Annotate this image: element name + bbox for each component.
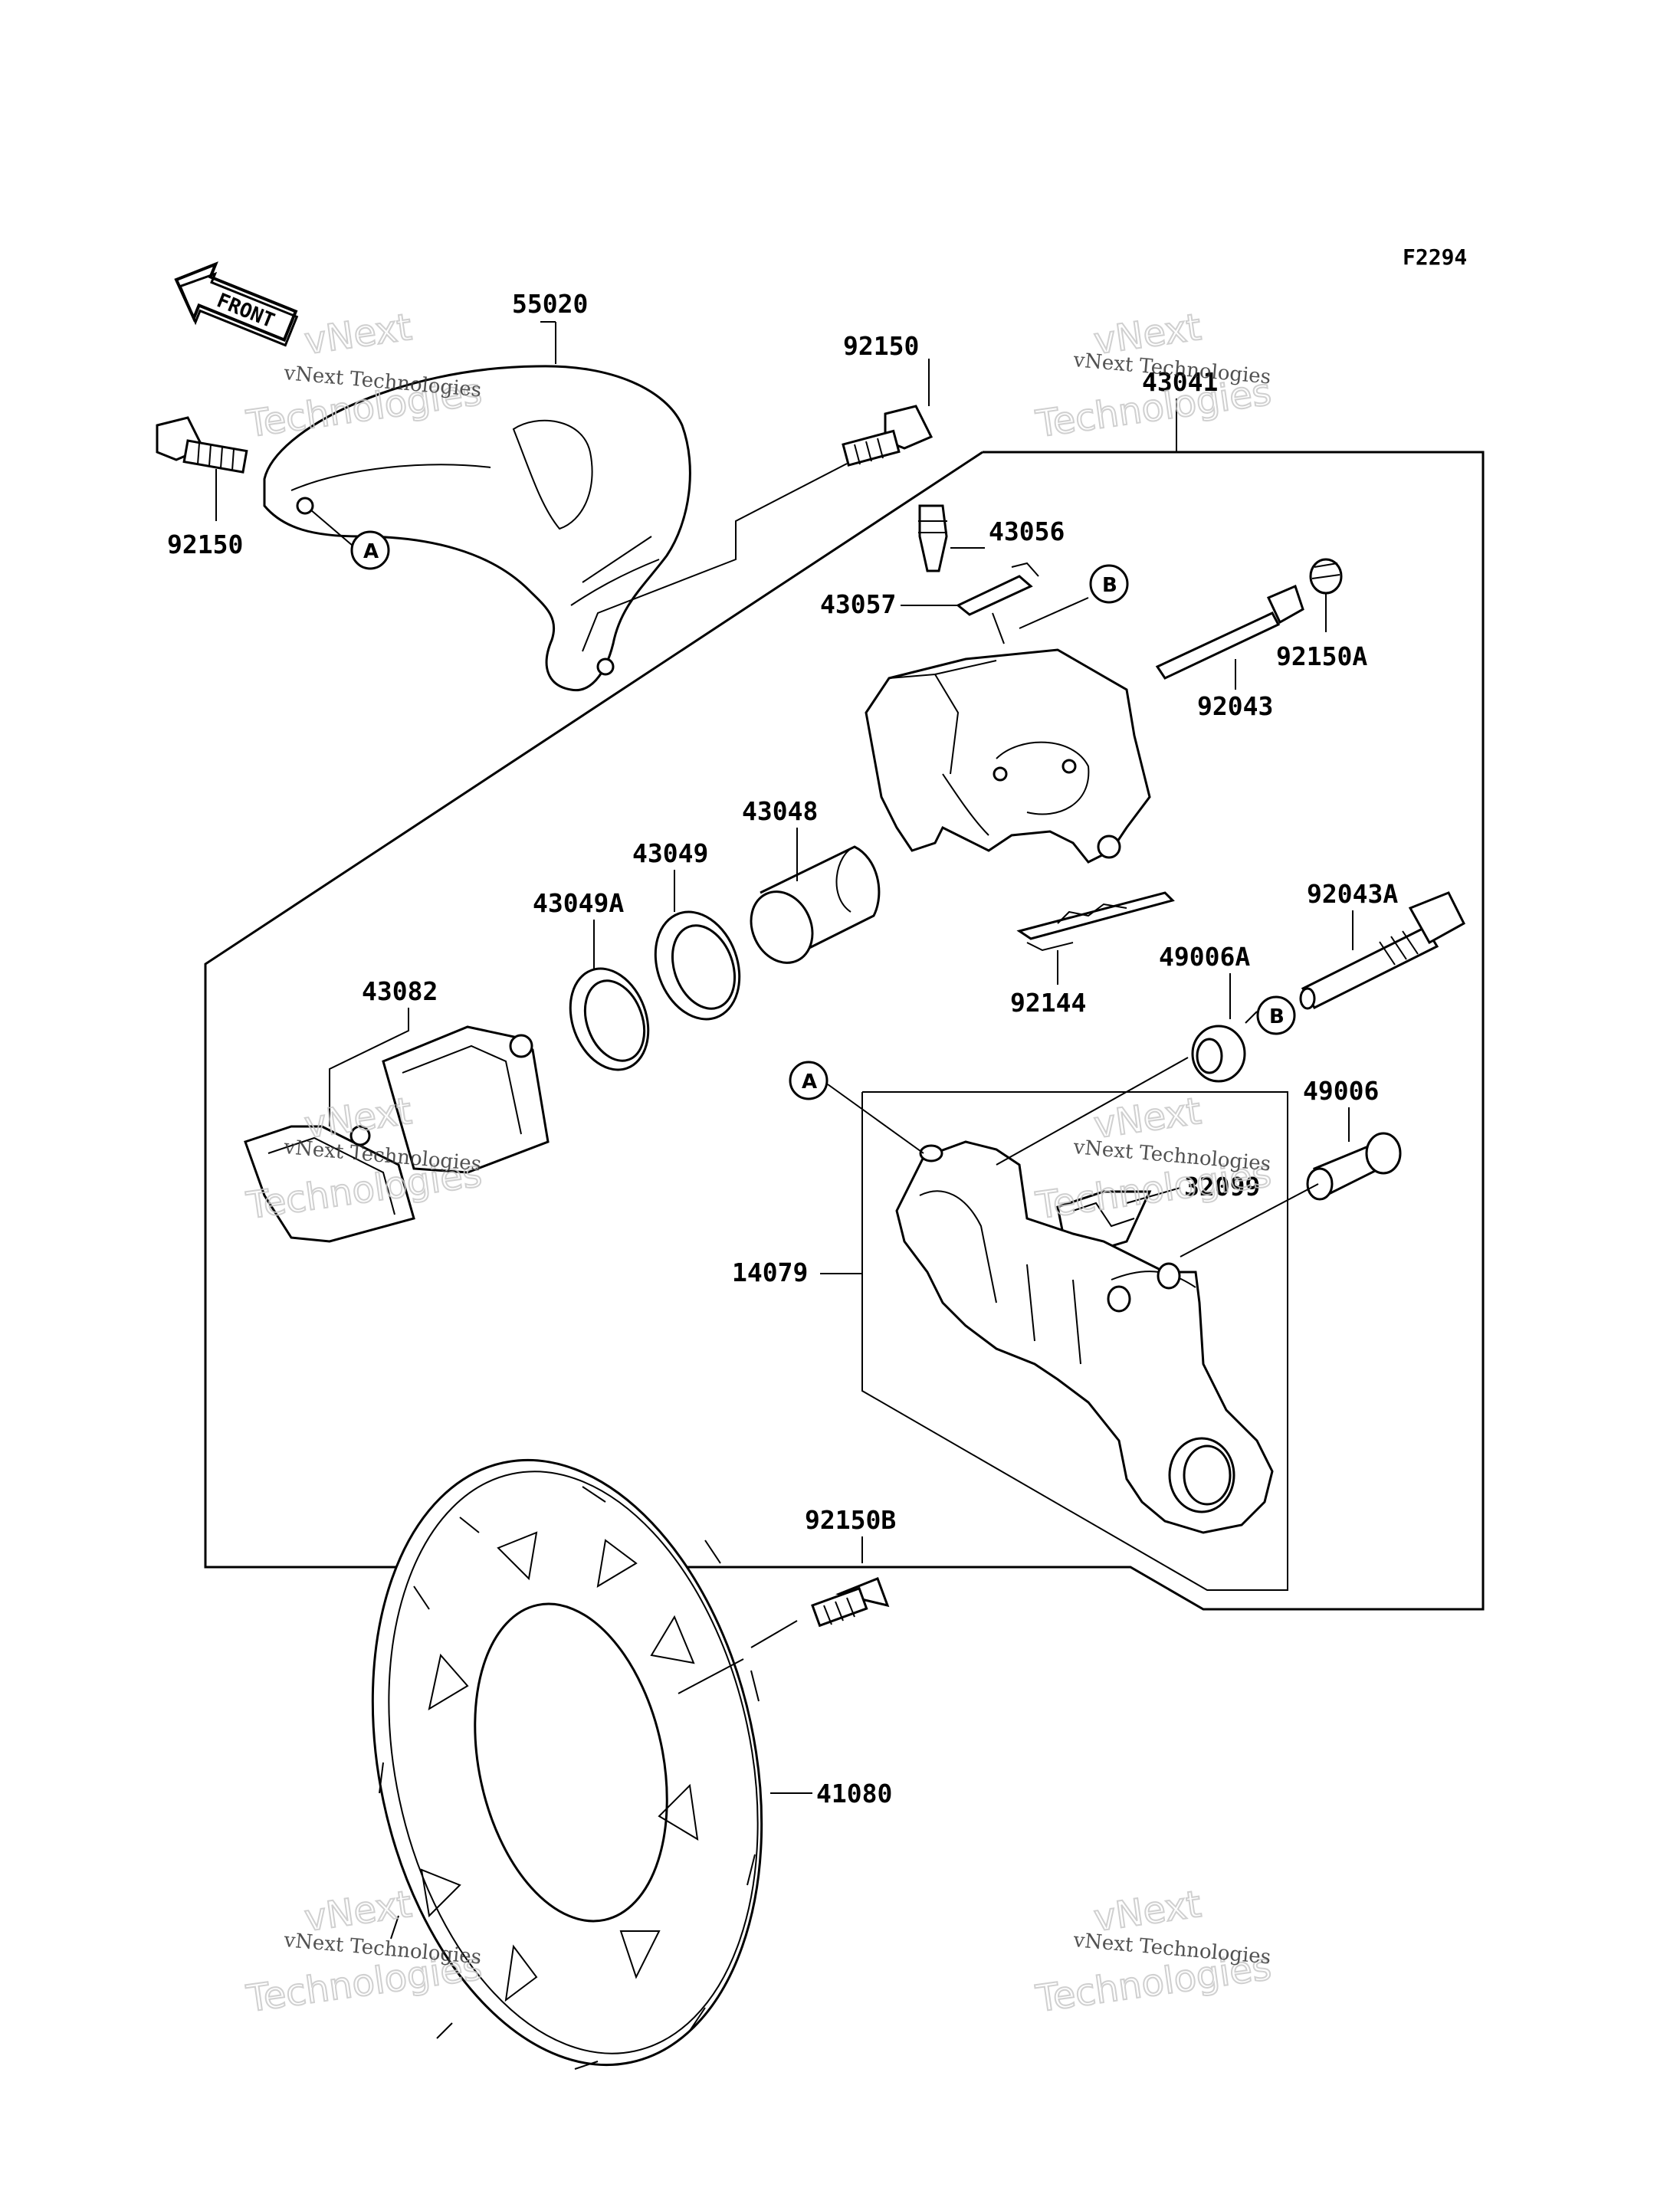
label-92043: 92043 <box>1197 691 1273 721</box>
label-14079: 14079 <box>732 1258 808 1287</box>
label-49006: 49006 <box>1303 1076 1379 1106</box>
boot-49006 <box>1306 1132 1402 1201</box>
front-arrow-icon: FRONT <box>174 261 299 347</box>
label-43048: 43048 <box>742 796 818 826</box>
bracket-boundary <box>861 1091 1288 1591</box>
label-43041: 43041 <box>1142 367 1218 397</box>
label-92144: 92144 <box>1010 988 1086 1018</box>
svg-text:B: B <box>1102 574 1117 597</box>
cap-92150A <box>1309 558 1343 595</box>
svg-text:A: A <box>802 1071 817 1094</box>
svg-text:A: A <box>363 540 379 563</box>
seal-43049A <box>569 967 650 1071</box>
label-49006A: 49006A <box>1159 942 1250 972</box>
boot-49006A <box>1191 1025 1246 1083</box>
svg-text:vNext: vNext <box>302 306 415 363</box>
brake-disc-41080 <box>371 1458 763 2070</box>
leader-lines <box>215 321 1354 1794</box>
caliper-guard-55020 <box>263 365 691 692</box>
bracket-14079 <box>895 1140 1274 1534</box>
spring-92144 <box>1016 891 1175 952</box>
bleeder-valve-43056 <box>918 504 948 572</box>
label-92150-left: 92150 <box>167 530 243 559</box>
bolt-92150-left <box>156 416 248 474</box>
diagram-code: F2294 <box>1403 244 1467 270</box>
brake-pads-43082 <box>244 1025 550 1243</box>
label-92150A: 92150A <box>1276 641 1367 671</box>
callout-b-upper: B <box>1089 564 1129 604</box>
label-43082: 43082 <box>362 976 438 1006</box>
watermark-top-right: vNext Technologies vNext Technologies <box>1032 305 1275 447</box>
piston-43048 <box>750 845 881 964</box>
label-43057: 43057 <box>820 589 896 619</box>
screw-92150B <box>811 1577 890 1628</box>
label-43049: 43049 <box>632 838 708 868</box>
label-43049A: 43049A <box>533 888 624 918</box>
label-43056: 43056 <box>989 516 1065 546</box>
callout-b-lower: B <box>1256 995 1296 1035</box>
label-92150B: 92150B <box>805 1505 896 1535</box>
svg-text:B: B <box>1269 1005 1285 1028</box>
assembly-boundary <box>204 451 1485 1611</box>
watermark-mid-right: vNext Technologies vNext Technologies <box>1032 1089 1275 1228</box>
label-55020: 55020 <box>512 289 588 319</box>
pin-92043 <box>1155 584 1304 680</box>
caliper-body-43041 <box>865 648 1151 864</box>
callout-a-upper: A <box>350 530 390 570</box>
watermark-bottom-right: vNext Technologies vNext Technologies <box>1032 1882 1275 2022</box>
label-32099: 32099 <box>1184 1172 1260 1202</box>
pin-92043A <box>1299 891 1465 1010</box>
bolt-92150-top <box>842 405 934 467</box>
label-41080: 41080 <box>816 1779 892 1808</box>
seal-43049 <box>654 910 741 1021</box>
label-92043A: 92043A <box>1307 879 1398 909</box>
label-92150-top: 92150 <box>843 331 919 361</box>
cap-43057 <box>956 562 1039 616</box>
callout-a-lower: A <box>789 1061 829 1100</box>
